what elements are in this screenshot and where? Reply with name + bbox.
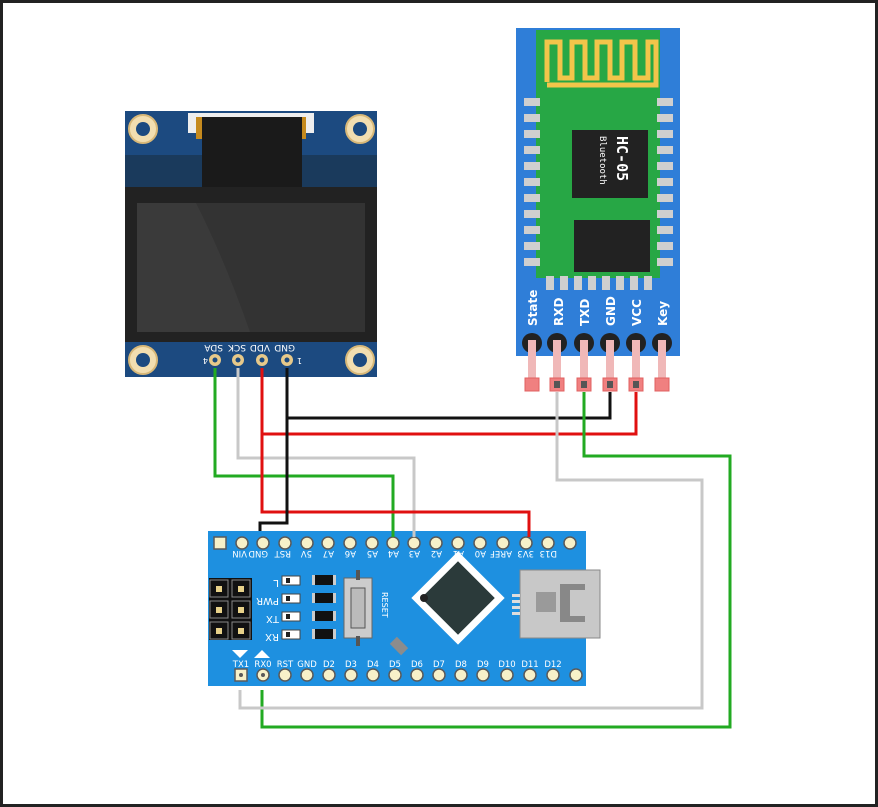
hc05-subtitle-label: Bluetooth — [597, 136, 607, 185]
wire-sda-a4 — [213, 388, 395, 527]
hc05-header-pins — [522, 333, 672, 392]
nano-pin-label-d7: D7 — [433, 660, 445, 670]
hc05-pin-label-rxd: RXD — [552, 298, 566, 326]
nano-pin-label-5v: 5V — [301, 548, 312, 558]
nano-pin-label-d9: D9 — [477, 660, 489, 670]
wire-bt-txd-rx0 — [260, 392, 732, 729]
hc05-chip-main — [572, 130, 648, 198]
hc05-pin-label-gnd: GND — [604, 296, 618, 326]
oled-pin-number-1: 1 — [297, 356, 302, 365]
nano-crystal — [389, 636, 409, 656]
nano-bottom-pin-holes — [256, 668, 583, 682]
nano-pin-label-aref: AREF — [490, 548, 512, 558]
tx-arrow-icon — [232, 650, 248, 658]
nano-led-label-tx: TX — [266, 613, 280, 624]
oled-mounting-holes — [128, 114, 375, 375]
nano-resistors — [312, 575, 336, 639]
nano-pin-label-gnd-bottom: GND — [297, 660, 317, 670]
hc05-model-label: HC-05 — [613, 136, 631, 181]
nano-pin-label-a3: A3 — [409, 548, 420, 558]
nano-pin-label-d11: D11 — [521, 660, 538, 670]
nano-led-label-l: L — [273, 577, 279, 588]
reset-label: RESET — [380, 592, 389, 618]
nano-pin-label-a2: A2 — [431, 548, 442, 558]
hc05-chip-secondary — [574, 220, 650, 272]
nano-pin-label-3v3: 3V3 — [517, 548, 534, 558]
nano-leds — [281, 575, 301, 640]
icsp-header — [209, 578, 252, 640]
wire-gnd-hc05 — [287, 392, 612, 420]
nano-square-pad — [213, 536, 227, 550]
nano-pin-label-rx0: RX0 — [254, 660, 271, 670]
wire-vcc-hc05 — [262, 392, 638, 436]
rx-arrow-icon — [254, 650, 270, 658]
nano-led-label-rx: RX — [265, 631, 279, 642]
wires — [213, 388, 732, 729]
nano-pin-label-a0: A0 — [475, 548, 486, 558]
hc05-pin-label-txd: TXD — [578, 299, 592, 326]
nano-pin-label-a7: A7 — [323, 548, 334, 558]
reset-button: RESET — [343, 570, 389, 646]
oled-ribbon-cable — [202, 117, 302, 187]
arduino-nano: VIN GND RST 5V A7 A6 A5 A4 A3 A2 A1 A0 A… — [208, 531, 601, 686]
hc05-right-pads — [657, 98, 673, 266]
hc05-pin-label-state: State — [526, 290, 540, 326]
antenna-trace — [544, 39, 659, 88]
oled-module: GND VDD SCK SDA 1 4 — [125, 111, 377, 390]
hc05-left-pads — [524, 98, 540, 266]
usb-connector — [512, 569, 601, 639]
nano-pin-label-d10: D10 — [498, 660, 515, 670]
nano-pin-label-d3: D3 — [345, 660, 357, 670]
nano-pin-label-rst-bottom: RST — [277, 660, 294, 670]
wire-sck-a5 — [236, 388, 416, 527]
oled-pin-label-sda: SDA — [204, 342, 223, 352]
nano-pin-label-a5: A5 — [367, 548, 378, 558]
hc05-module: HC-05 Bluetooth State — [516, 28, 680, 392]
nano-pin-label-d5: D5 — [389, 660, 401, 670]
wire-gnd-oled — [258, 388, 289, 533]
oled-pin-number-4: 4 — [203, 356, 208, 365]
nano-pin-label-d8: D8 — [455, 660, 467, 670]
oled-pin-label-sck: SCK — [227, 342, 246, 352]
hc05-pin-label-key: Key — [656, 301, 670, 326]
nano-pin-label-a4: A4 — [388, 548, 399, 558]
nano-pin-label-a6: A6 — [345, 548, 356, 558]
oled-glare — [196, 203, 365, 332]
nano-led-label-pwr: PWR — [256, 595, 279, 606]
nano-pin-label-d13: D13 — [540, 548, 557, 558]
nano-pin-label-rst-top: RST — [274, 548, 291, 558]
nano-pin-label-d12: D12 — [544, 660, 561, 670]
nano-top-pin-holes — [235, 536, 577, 550]
hc05-pin-label-vcc: VCC — [630, 299, 644, 326]
oled-pin-label-vdd: VDD — [250, 342, 270, 352]
nano-pin-label-d6: D6 — [411, 660, 423, 670]
mcu-chip — [411, 551, 505, 645]
nano-pin-label-d4: D4 — [367, 660, 379, 670]
nano-pin-label-d2: D2 — [323, 660, 335, 670]
wire-bt-rxd-tx1 — [238, 392, 704, 710]
nano-pin-label-vin: VIN — [232, 548, 247, 558]
nano-pin-label-gnd-top: GND — [248, 548, 268, 558]
nano-pin-label-tx1: TX1 — [232, 660, 249, 670]
oled-pin-label-gnd: GND — [274, 342, 295, 352]
hc05-bottom-pads — [546, 276, 652, 290]
